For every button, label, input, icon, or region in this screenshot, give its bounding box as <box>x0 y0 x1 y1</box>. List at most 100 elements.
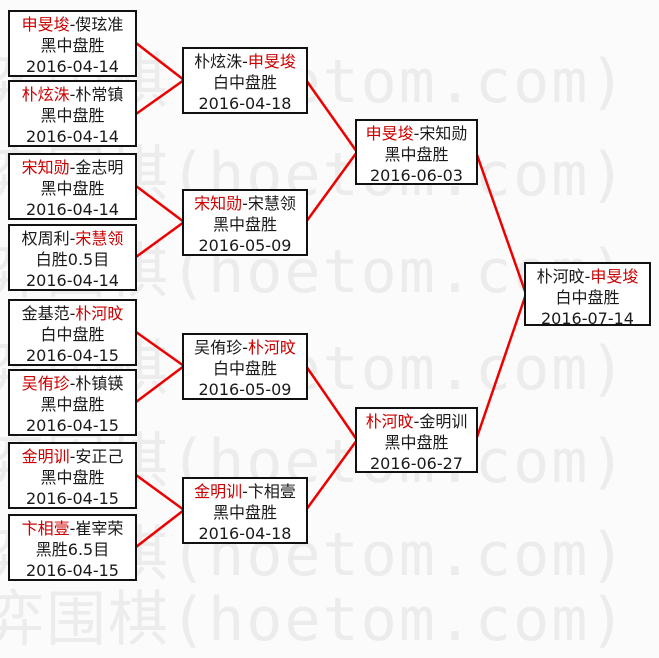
player-name: 金基范 <box>21 304 70 323</box>
match-players: 权周利-宋慧领 <box>10 228 135 249</box>
match-date: 2016-05-09 <box>198 236 292 255</box>
players-separator: - <box>69 304 76 323</box>
match-date: 2016-04-14 <box>26 200 119 219</box>
match-result: 白中盘胜 <box>212 73 277 92</box>
match-box-r2-3: 吴侑珍-朴河旼 白中盘胜 2016-05-09 <box>182 333 308 400</box>
player-name: 金明训 <box>194 482 243 501</box>
players-separator: - <box>242 338 248 357</box>
player-name: 卞相壹 <box>247 482 296 501</box>
match-players: 卞相壹-崔宰荣 <box>10 518 135 539</box>
players-separator: - <box>242 52 248 71</box>
match-box-final: 朴河旼-申旻埈 白中盘胜 2016-07-14 <box>524 262 651 328</box>
match-result: 白中盘胜 <box>212 359 277 378</box>
match-box-r1-4: 权周利-宋慧领 白胜0.5目 2016-04-14 <box>8 224 137 291</box>
match-players: 金明训-安正己 <box>10 446 135 467</box>
match-result: 白胜0.5目 <box>35 250 110 269</box>
players-separator: - <box>69 15 76 34</box>
bracket-connector-lines <box>135 42 528 548</box>
match-box-r1-5: 金基范-朴河旼 白中盘胜 2016-04-15 <box>8 299 137 366</box>
match-result: 黑中盘胜 <box>40 395 105 414</box>
player-name: 宋慧领 <box>247 194 296 213</box>
match-result: 白中盘胜 <box>40 325 105 344</box>
match-date: 2016-04-15 <box>26 489 119 508</box>
match-result: 黑中盘胜 <box>384 145 449 164</box>
players-separator: - <box>69 519 76 538</box>
match-date: 2016-04-18 <box>198 524 292 543</box>
match-result: 黑中盘胜 <box>212 503 277 522</box>
match-players: 宋知勋-金志明 <box>10 157 135 178</box>
player-name: 金明训 <box>419 412 468 431</box>
player-name: 申旻埈 <box>247 52 296 71</box>
match-players: 金明训-卞相壹 <box>184 481 306 502</box>
match-box-r1-1: 申旻埈-偰玹准 黑中盘胜 2016-04-14 <box>8 10 137 77</box>
player-name: 宋知勋 <box>419 124 468 143</box>
match-players: 朴河旼-申旻埈 <box>526 266 649 287</box>
players-separator: - <box>584 267 591 286</box>
players-separator: - <box>69 85 76 104</box>
players-separator: - <box>69 229 76 248</box>
match-players: 申旻埈-宋知勋 <box>357 123 476 144</box>
player-name: 吴侑珍 <box>194 338 243 357</box>
match-date: 2016-04-14 <box>26 271 119 290</box>
match-box-r2-1: 朴炫洙-申旻埈 白中盘胜 2016-04-18 <box>182 47 308 114</box>
player-name: 偰玹准 <box>75 15 124 34</box>
match-date: 2016-05-09 <box>198 380 292 399</box>
match-result: 黑中盘胜 <box>40 468 105 487</box>
match-box-r1-3: 宋知勋-金志明 黑中盘胜 2016-04-14 <box>8 153 137 220</box>
match-date: 2016-04-14 <box>26 127 119 146</box>
match-date: 2016-04-15 <box>26 416 119 435</box>
match-box-r1-8: 卞相壹-崔宰荣 黑胜6.5目 2016-04-15 <box>8 514 137 581</box>
match-box-r1-7: 金明训-安正己 黑中盘胜 2016-04-15 <box>8 442 137 509</box>
player-name: 朴河旼 <box>365 412 414 431</box>
match-players: 朴河旼-金明训 <box>357 411 476 432</box>
match-date: 2016-07-14 <box>541 309 634 328</box>
players-separator: - <box>242 194 248 213</box>
player-name: 朴常镇 <box>75 85 124 104</box>
player-name: 朴镇锳 <box>75 374 124 393</box>
player-name: 安正己 <box>75 447 124 466</box>
player-name: 朴河旼 <box>247 338 296 357</box>
player-name: 卞相壹 <box>21 519 70 538</box>
match-box-r1-6: 吴侑珍-朴镇锳 黑中盘胜 2016-04-15 <box>8 369 137 436</box>
player-name: 崔宰荣 <box>75 519 124 538</box>
match-box-sf-2: 朴河旼-金明训 黑中盘胜 2016-06-27 <box>355 407 478 473</box>
match-result: 黑胜6.5目 <box>35 540 110 559</box>
player-name: 权周利 <box>21 229 70 248</box>
match-box-r2-2: 宋知勋-宋慧领 黑中盘胜 2016-05-09 <box>182 189 308 256</box>
match-date: 2016-04-15 <box>26 561 119 580</box>
match-date: 2016-04-15 <box>26 346 119 365</box>
player-name: 吴侑珍 <box>21 374 70 393</box>
players-separator: - <box>69 158 76 177</box>
player-name: 申旻埈 <box>365 124 414 143</box>
player-name: 朴炫洙 <box>21 85 70 104</box>
match-box-r2-4: 金明训-卞相壹 黑中盘胜 2016-04-18 <box>182 477 308 544</box>
match-result: 黑中盘胜 <box>40 36 105 55</box>
player-name: 申旻埈 <box>590 267 639 286</box>
player-name: 朴河旼 <box>536 267 585 286</box>
match-players: 朴炫洙-申旻埈 <box>184 51 306 72</box>
player-name: 宋慧领 <box>75 229 124 248</box>
match-result: 黑中盘胜 <box>40 106 105 125</box>
match-players: 宋知勋-宋慧领 <box>184 193 306 214</box>
match-date: 2016-04-14 <box>26 57 119 76</box>
match-date: 2016-04-18 <box>198 94 292 113</box>
players-separator: - <box>69 447 76 466</box>
player-name: 宋知勋 <box>21 158 70 177</box>
match-box-sf-1: 申旻埈-宋知勋 黑中盘胜 2016-06-03 <box>355 119 478 185</box>
player-name: 金志明 <box>75 158 124 177</box>
match-players: 申旻埈-偰玹准 <box>10 14 135 35</box>
match-result: 白中盘胜 <box>555 288 620 307</box>
match-players: 朴炫洙-朴常镇 <box>10 84 135 105</box>
match-players: 吴侑珍-朴河旼 <box>184 337 306 358</box>
players-separator: - <box>69 374 76 393</box>
players-separator: - <box>413 124 420 143</box>
match-date: 2016-06-03 <box>370 166 463 185</box>
players-separator: - <box>242 482 248 501</box>
match-result: 黑中盘胜 <box>212 215 277 234</box>
player-name: 朴河旼 <box>75 304 124 323</box>
match-players: 金基范-朴河旼 <box>10 303 135 324</box>
player-name: 申旻埈 <box>21 15 70 34</box>
players-separator: - <box>413 412 420 431</box>
match-players: 吴侑珍-朴镇锳 <box>10 373 135 394</box>
match-date: 2016-06-27 <box>370 454 463 473</box>
